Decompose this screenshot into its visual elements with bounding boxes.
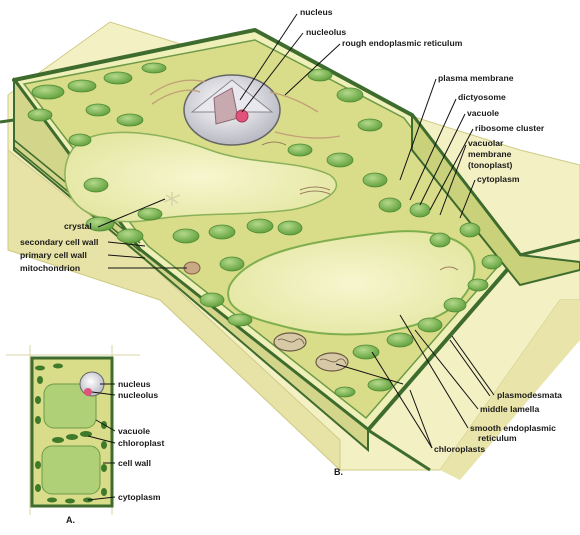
label-smooth-er-1: smooth endoplasmic: [470, 423, 556, 433]
dictyosomes: [261, 141, 459, 271]
label-vacuole: vacuole: [467, 108, 499, 118]
label-plasma-membrane: plasma membrane: [438, 73, 514, 83]
panel-a-vacuole-bottom: [41, 445, 101, 495]
label-middle-lamella: middle lamella: [480, 404, 539, 414]
label-mitochondrion: mitochondrion: [20, 263, 80, 273]
nucleolus: [235, 109, 249, 123]
labels-panel-b: nucleus nucleolus rough endoplasmic reti…: [20, 7, 562, 477]
wall-to-left: [0, 118, 15, 124]
label-plasmodesmata: plasmodesmata: [497, 390, 562, 400]
label-panel-a: A.: [66, 515, 75, 525]
label-a-cell-wall: cell wall: [118, 458, 151, 468]
cell-flat-view: [6, 345, 140, 523]
label-crystal: crystal: [64, 221, 92, 231]
rough-er: [149, 79, 341, 139]
label-tonoplast-1: vacuolar: [468, 138, 504, 148]
front-wall-face: [13, 76, 369, 453]
right-wall-band: [411, 112, 580, 287]
outer-block-right: [440, 300, 580, 480]
crystal: [163, 192, 181, 206]
label-a-nucleolus: nucleolus: [118, 390, 158, 400]
labels-panel-a: nucleus nucleolus vacuole chloroplast ce…: [66, 379, 164, 525]
label-rough-er: rough endoplasmic reticulum: [342, 38, 463, 48]
label-chloroplasts: chloroplasts: [434, 444, 485, 454]
label-secondary-cell-wall: secondary cell wall: [20, 237, 98, 247]
panel-a-nucleolus: [84, 388, 92, 396]
mitochondria: [183, 261, 349, 372]
label-dictyosome: dictyosome: [458, 92, 506, 102]
label-primary-cell-wall: primary cell wall: [20, 250, 87, 260]
label-cytoplasm: cytoplasm: [477, 174, 520, 184]
chloroplasts-b: [27, 62, 503, 398]
upper-vacuole: [64, 131, 338, 223]
wall-to-bottom: [367, 428, 431, 472]
label-a-vacuole: vacuole: [118, 426, 150, 436]
label-panel-b: B.: [334, 467, 343, 477]
label-a-cytoplasm: cytoplasm: [118, 492, 161, 502]
label-a-chloroplast: chloroplast: [118, 438, 164, 448]
panel-a-vacuole-top: [43, 383, 97, 429]
label-tonoplast-3: (tonoplast): [468, 160, 513, 170]
label-nucleolus: nucleolus: [306, 27, 346, 37]
label-tonoplast-2: membrane: [468, 149, 512, 159]
label-ribosome-cluster: ribosome cluster: [475, 123, 545, 133]
label-smooth-er-2: reticulum: [478, 433, 517, 443]
panel-a-chloroplasts: [35, 363, 107, 504]
wall-to-right: [519, 238, 580, 257]
leader-lines: [87, 13, 495, 501]
nucleus: [183, 74, 281, 146]
label-a-nucleus: nucleus: [118, 379, 151, 389]
label-nucleus: nucleus: [300, 7, 333, 17]
